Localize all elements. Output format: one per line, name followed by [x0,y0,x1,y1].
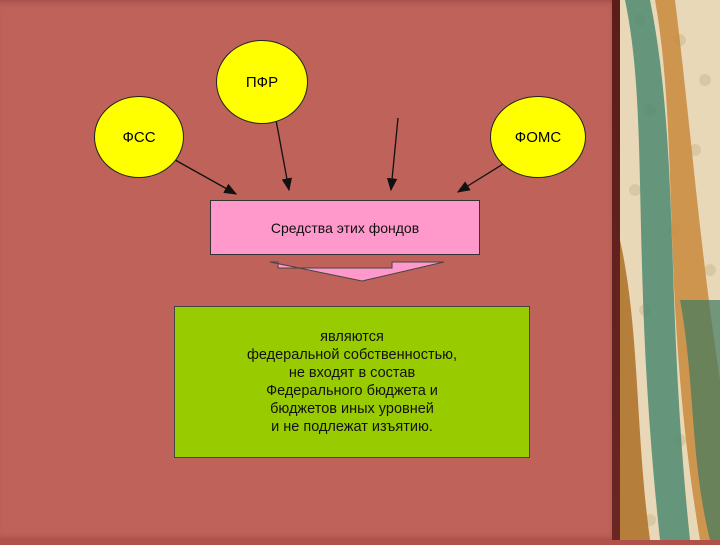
decorative-side-panel [620,0,720,540]
legal-status-line: являются [320,329,384,345]
fund-resources-label: Средства этих фондов [270,219,420,236]
fund-resources-box: Средства этих фондов [210,200,480,255]
arrow-pfr [275,119,292,192]
legal-status-line: и не подлежат изъятию. [271,419,433,435]
down-block-arrow [269,261,445,282]
fund-pfr-circle: ПФР [216,40,308,124]
fund-pfr-label: ПФР [245,73,279,91]
legal-status-line: Федерального бюджета и [266,383,438,399]
legal-status-box: являются федеральной собственностью, не … [174,306,530,458]
arrow-fss [167,155,238,195]
legal-status-line: бюджетов иных уровней [270,401,434,417]
fund-foms-circle: ФОМС [490,96,586,178]
fund-foms-label: ФОМС [514,128,562,146]
fund-fss-label: ФСС [122,128,156,146]
legal-status-line: федеральной собственностью, [246,347,458,363]
decorative-ribbons [620,0,720,540]
arrow-unlabeled [386,117,399,192]
fund-fss-circle: ФСС [94,96,184,178]
legal-status-line: не входят в состав [288,365,416,381]
